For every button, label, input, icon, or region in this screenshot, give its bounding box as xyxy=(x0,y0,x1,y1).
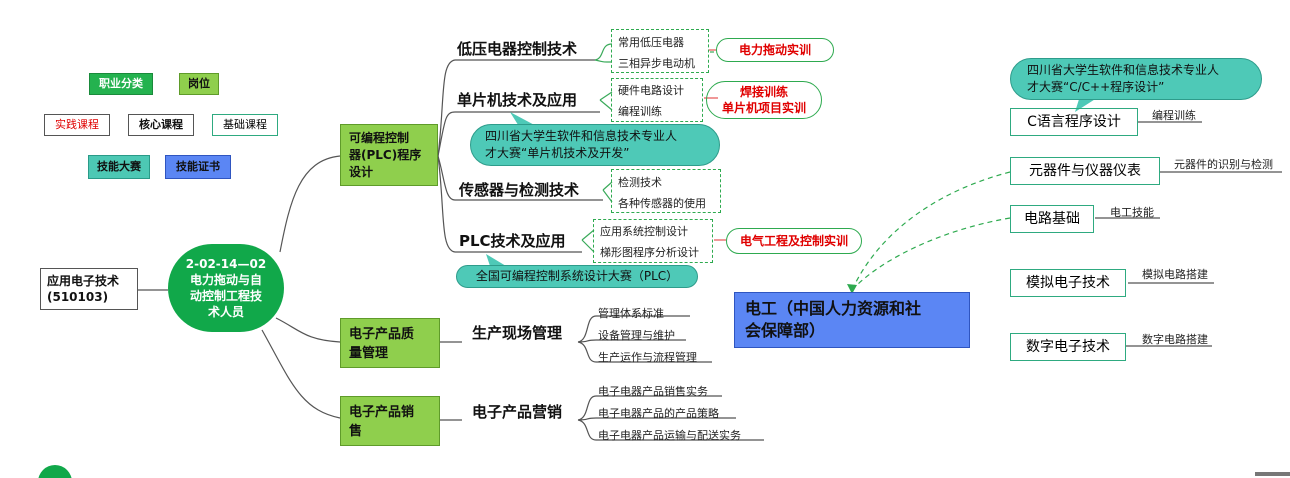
basic-instrument-note: 元器件的识别与检测 xyxy=(1174,158,1273,171)
electrician-certificate: 电工（中国人力资源和社 会保障部） xyxy=(734,292,970,348)
root-major-name: 应用电子技术 xyxy=(47,274,120,288)
post-plc-programming: 可编程控制 器(PLC)程序 设计 xyxy=(340,124,438,186)
legend-skill-certificate: 技能证书 xyxy=(165,155,231,179)
mcu-competition-line2: 才大赛“单片机技术及开发” xyxy=(485,146,630,160)
course-sensor-title: 传感器与检测技术 xyxy=(459,181,580,199)
link-circuit-cert xyxy=(851,217,1011,291)
career-title-line1: 电力拖动与自 xyxy=(189,273,262,287)
career-node: 2-02-14—02 电力拖动与自 动控制工程技 术人员 xyxy=(168,244,284,332)
mcu-competition: 四川省大学生软件和信息技术专业人 才大赛“单片机技术及开发” xyxy=(470,124,720,166)
link-plc-lv xyxy=(437,59,595,157)
post-plc-line2: 器(PLC)程序 xyxy=(349,148,422,162)
mcu-practice-line1: 焊接训练 xyxy=(739,85,788,99)
link-plc-plc xyxy=(437,155,582,253)
c-competition-line2: 才大赛“C/C++程序设计” xyxy=(1027,80,1165,94)
c-competition-line1: 四川省大学生软件和信息技术专业人 xyxy=(1027,63,1220,77)
post-plc-line3: 设计 xyxy=(349,165,374,179)
c-competition: 四川省大学生软件和信息技术专业人 才大赛“C/C++程序设计” xyxy=(1010,58,1262,100)
link-career-quality xyxy=(275,317,341,343)
course-plc-title: PLC技术及应用 xyxy=(459,232,566,250)
career-title-line3: 术人员 xyxy=(207,305,244,319)
career-title-line2: 动控制工程技 xyxy=(189,289,262,303)
mcu-practice: 焊接训练 单片机项目实训 xyxy=(706,81,822,119)
plc-practice: 电气工程及控制实训 xyxy=(726,228,862,254)
basic-analog-note: 模拟电路搭建 xyxy=(1142,268,1208,281)
certificate-line1: 电工（中国人力资源和社 xyxy=(745,299,922,318)
mcu-competition-line1: 四川省大学生软件和信息技术专业人 xyxy=(485,129,678,143)
link-plc-sensor xyxy=(437,155,603,201)
mcu-practice-line2: 单片机项目实训 xyxy=(721,101,806,115)
plc-item-1: 应用系统控制设计 xyxy=(600,225,688,238)
corner-green-circle xyxy=(38,465,72,478)
course-mfg-title: 生产现场管理 xyxy=(472,324,563,342)
basic-analog: 模拟电子技术 xyxy=(1010,269,1126,297)
post-sales-line2: 售 xyxy=(349,424,363,439)
link-lv-items xyxy=(594,43,613,63)
root-major-code: (510103) xyxy=(47,290,109,304)
post-plc-line1: 可编程控制 xyxy=(349,131,410,145)
post-quality-line1: 电子产品质 xyxy=(349,327,415,342)
post-sales-line1: 电子产品销 xyxy=(349,405,415,420)
link-plc-mcu xyxy=(437,111,600,157)
course-sensor-items xyxy=(611,169,721,213)
link-mcu-items xyxy=(599,91,613,111)
certificate-line2: 会保障部） xyxy=(745,321,826,340)
basic-c-note: 编程训练 xyxy=(1152,109,1196,122)
basic-instrument: 元器件与仪器仪表 xyxy=(1010,157,1160,185)
career-code: 2-02-14—02 xyxy=(185,257,267,271)
lv-practice: 电力拖动实训 xyxy=(716,38,834,62)
link-plc-items xyxy=(581,229,595,253)
mfg-item-3: 生产运作与流程管理 xyxy=(598,351,697,364)
link-sensor-items xyxy=(602,181,613,203)
course-low-voltage-title: 低压电器控制技术 xyxy=(457,40,578,58)
basic-c-language: C语言程序设计 xyxy=(1010,108,1138,136)
lv-item-2: 三相异步电动机 xyxy=(618,57,695,70)
bottom-right-scrollbar xyxy=(1255,472,1290,476)
link-instr-cert xyxy=(851,171,1011,291)
legend-career-category: 职业分类 xyxy=(89,73,153,95)
course-marketing-title: 电子产品营销 xyxy=(472,403,563,421)
plc-item-2: 梯形图程序分析设计 xyxy=(600,246,699,259)
course-mcu-title: 单片机技术及应用 xyxy=(457,91,578,109)
legend-practice-course: 实践课程 xyxy=(44,114,110,136)
plc-competition-tail xyxy=(486,254,506,266)
sensor-item-2: 各种传感器的使用 xyxy=(618,197,706,210)
post-sales: 电子产品销 售 xyxy=(340,396,440,446)
legend-basic-course: 基础课程 xyxy=(212,114,278,136)
basic-digital-note: 数字电路搭建 xyxy=(1142,333,1208,346)
mcu-item-1: 硬件电路设计 xyxy=(618,84,684,97)
mfg-item-2: 设备管理与维护 xyxy=(598,329,675,342)
link-mkt-items xyxy=(577,395,764,441)
basic-digital: 数字电子技术 xyxy=(1010,333,1126,361)
legend-core-course: 核心课程 xyxy=(128,114,194,136)
mcu-item-2: 编程训练 xyxy=(618,105,662,118)
post-quality-management: 电子产品质 量管理 xyxy=(340,318,440,368)
post-quality-line2: 量管理 xyxy=(349,346,389,361)
sensor-item-1: 检测技术 xyxy=(618,176,662,189)
course-low-voltage-items xyxy=(611,29,709,73)
legend-post: 岗位 xyxy=(179,73,219,95)
link-career-sales xyxy=(261,329,341,419)
mfg-item-1: 管理体系标准 xyxy=(598,307,664,320)
lv-item-1: 常用低压电器 xyxy=(618,36,684,49)
plc-competition: 全国可编程控制系统设计大赛（PLC） xyxy=(456,265,698,288)
course-plc-items xyxy=(593,219,713,263)
cert-arrow-head xyxy=(847,284,857,294)
legend-skill-competition: 技能大赛 xyxy=(88,155,150,179)
basic-circuit: 电路基础 xyxy=(1010,205,1094,233)
mkt-item-3: 电子电器产品运输与配送实务 xyxy=(598,429,741,442)
course-mcu-items xyxy=(611,78,703,122)
basic-circuit-note: 电工技能 xyxy=(1110,206,1154,219)
mkt-item-2: 电子电器产品的产品策略 xyxy=(598,407,719,420)
root-major-node: 应用电子技术 (510103) xyxy=(40,268,138,310)
link-career-plc xyxy=(279,155,341,253)
mkt-item-1: 电子电器产品销售实务 xyxy=(598,385,708,398)
link-mfg-items xyxy=(577,315,712,363)
